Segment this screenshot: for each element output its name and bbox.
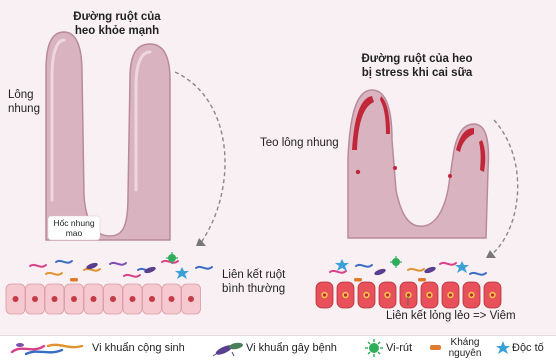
commensal-bacterium <box>110 263 126 265</box>
toxin <box>455 261 469 273</box>
healthy-cell <box>45 284 64 314</box>
legend-antigen-line2: nguyên <box>442 348 488 359</box>
legend-toxin-label: Độc tố <box>512 336 544 360</box>
legend-antigen-line1: Kháng <box>442 337 488 348</box>
crypt-label-line2: mao <box>48 228 100 238</box>
stressed-cell <box>316 282 333 308</box>
healthy-cell <box>182 284 201 314</box>
legend-commensal: Vi khuẩn cộng sinh <box>8 336 198 360</box>
normal-junction-line2: bình thường <box>222 282 285 296</box>
commensal-bacteria-icon <box>8 336 88 360</box>
toxin-icon <box>494 336 512 360</box>
commensal-bacterium <box>124 275 140 277</box>
healthy-cell <box>162 284 181 314</box>
stressed-cell <box>484 282 501 308</box>
commensal-bacterium <box>470 273 486 275</box>
legend-virus-label: Vi-rút <box>386 336 412 360</box>
healthy-title-line2: heo khỏe mạnh <box>44 24 190 38</box>
pathogenic-bacterium <box>374 268 387 277</box>
antigen <box>418 278 426 282</box>
legend-commensal-label: Vi khuẩn cộng sinh <box>92 336 185 360</box>
legend-toxin: Độc tố <box>494 336 556 360</box>
stressed-title: Đường ruột của heo bị stress khi cai sữa <box>322 52 512 80</box>
healthy-villi <box>46 32 170 240</box>
toxin <box>335 259 349 271</box>
commensal-bacterium <box>56 261 72 263</box>
crypt-label: Hốc nhung mao <box>48 218 100 238</box>
legend-pathogen: Vi khuẩn gây bệnh <box>212 336 362 360</box>
stressed-cell <box>400 282 417 308</box>
virus <box>390 256 402 268</box>
villi-label-line2: nhung <box>8 102 40 116</box>
toxin <box>175 267 189 279</box>
legend: Vi khuẩn cộng sinh Vi khuẩn gây bệnh Vi-… <box>0 335 556 360</box>
commensal-bacterium <box>330 271 346 273</box>
stressed-cell <box>358 282 375 308</box>
stressed-cell <box>463 282 480 308</box>
commensal-bacterium <box>30 265 46 267</box>
virus-icon <box>364 336 386 360</box>
legend-antigen: Kháng nguyên <box>428 336 494 360</box>
stressed-epithelium <box>316 282 501 308</box>
pathogenic-bacterium <box>424 266 437 275</box>
commensal-bacterium <box>408 269 424 271</box>
stressed-arrow <box>490 120 518 256</box>
healthy-cell <box>123 284 142 314</box>
crypt-label-line1: Hốc nhung <box>48 218 100 228</box>
legend-antigen-label: Kháng nguyên <box>442 337 488 359</box>
antigen <box>354 278 362 282</box>
normal-junction-label: Liên kết ruột bình thường <box>222 268 285 296</box>
healthy-cell <box>143 284 162 314</box>
stressed-cell <box>421 282 438 308</box>
healthy-title: Đường ruột của heo khỏe mạnh <box>44 10 190 38</box>
healthy-cell <box>104 284 123 314</box>
normal-junction-line1: Liên kết ruột <box>222 268 285 282</box>
healthy-cell <box>26 284 45 314</box>
stressed-cell <box>379 282 396 308</box>
stressed-cell <box>442 282 459 308</box>
healthy-cell <box>65 284 84 314</box>
commensal-bacterium <box>440 263 456 265</box>
stressed-title-line1: Đường ruột của heo <box>322 52 512 66</box>
pathogenic-bacterium <box>144 266 157 275</box>
commensal-bacterium <box>46 273 62 275</box>
legend-pathogen-label: Vi khuẩn gây bệnh <box>246 336 337 360</box>
loose-junction-label: Liên kết lỏng lẻo => Viêm <box>386 309 516 323</box>
healthy-epithelium <box>6 284 201 314</box>
stressed-cell <box>337 282 354 308</box>
healthy-cell <box>6 284 25 314</box>
antigen <box>70 278 78 282</box>
healthy-arrow <box>175 72 225 244</box>
healthy-cell <box>84 284 103 314</box>
stressed-title-line2: bị stress khi cai sữa <box>322 66 512 80</box>
villi-label-line1: Lông <box>8 88 40 102</box>
commensal-bacterium <box>356 265 372 267</box>
healthy-title-line1: Đường ruột của <box>44 10 190 24</box>
commensal-bacterium <box>196 267 212 269</box>
villi-atrophy-label: Teo lông nhung <box>260 136 339 150</box>
commensal-bacterium <box>84 269 100 271</box>
stressed-villi <box>348 90 488 238</box>
villi-label: Lông nhung <box>8 88 40 116</box>
legend-virus: Vi-rút <box>364 336 428 360</box>
